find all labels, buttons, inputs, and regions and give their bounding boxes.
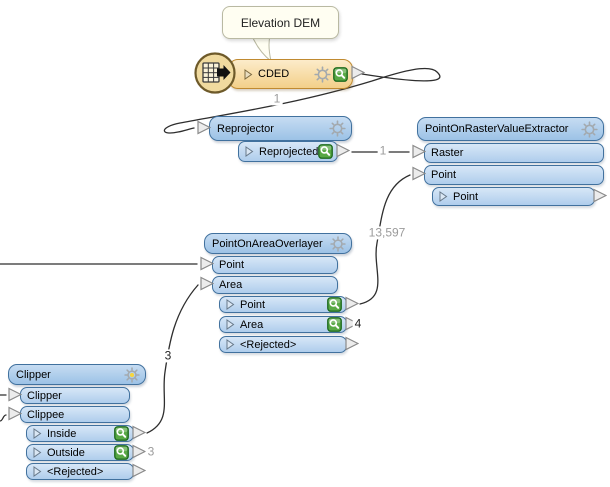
port-extractor-point-input[interactable]: Point	[412, 165, 604, 185]
port-extractor-point-output[interactable]: Point	[432, 187, 608, 206]
port-marker-icon	[226, 299, 235, 310]
port-clipper-inside-output[interactable]: Inside	[26, 425, 147, 442]
node-title: Clipper	[16, 368, 51, 381]
port-clipper-rejected-output[interactable]: <Rejected>	[26, 463, 147, 480]
node-title: CDED	[258, 68, 290, 80]
input-port-icon[interactable]	[412, 166, 427, 184]
port-reprojector-reprojected[interactable]: Reprojected	[238, 141, 351, 162]
output-port-icon[interactable]	[132, 425, 147, 442]
port-clipper-clipper-input[interactable]: Clipper	[8, 387, 130, 404]
node-cded[interactable]: CDED	[228, 59, 366, 89]
port-overlayer-point-input[interactable]: Point	[200, 256, 338, 274]
wire-left-to-clippee-input[interactable]	[0, 414, 7, 422]
inspect-magnifier-icon[interactable]	[114, 445, 129, 460]
port-label: Area	[219, 279, 243, 291]
port-label: Clipper	[27, 389, 62, 402]
gear-icon[interactable]	[330, 235, 346, 252]
count-clipper-inside: 3	[162, 348, 174, 363]
node-title: Reprojector	[217, 122, 274, 135]
port-label: Point	[219, 259, 245, 271]
port-label: Area	[240, 318, 264, 331]
wire-clipper-inside-to-overlayer-area[interactable]	[146, 284, 199, 434]
node-reprojector[interactable]: Reprojector	[197, 116, 352, 141]
count-clipper-outside: 3	[145, 444, 157, 459]
output-port-icon[interactable]	[345, 296, 360, 313]
gear-icon-modified[interactable]	[124, 366, 140, 383]
node-point-on-area-overlayer[interactable]: PointOnAreaOverlayer	[204, 233, 352, 254]
input-port-icon[interactable]	[200, 256, 215, 274]
wire-cded-to-reprojector[interactable]	[163, 67, 441, 134]
input-port-icon[interactable]	[8, 406, 23, 423]
port-label: Outside	[47, 446, 85, 459]
port-marker-icon	[245, 146, 254, 157]
gear-icon[interactable]	[329, 120, 346, 137]
input-port-icon[interactable]	[200, 276, 215, 294]
input-port-icon[interactable]	[197, 120, 212, 137]
count-overlayer-point: 13,597	[366, 225, 408, 240]
annotation-text: Elevation DEM	[240, 15, 321, 30]
inspect-magnifier-icon[interactable]	[333, 67, 348, 82]
input-port-icon[interactable]	[8, 387, 23, 404]
port-label: Point	[431, 169, 457, 181]
port-marker-icon	[226, 339, 235, 350]
port-label: Raster	[431, 147, 464, 159]
inspect-magnifier-icon[interactable]	[114, 426, 129, 441]
inspect-magnifier-icon[interactable]	[327, 297, 342, 312]
port-clipper-outside-output[interactable]: Outside	[26, 444, 147, 461]
node-point-on-raster-value-extractor[interactable]: PointOnRasterValueExtractor	[417, 117, 604, 141]
port-label: Point	[240, 298, 266, 311]
node-clipper[interactable]: Clipper	[8, 364, 146, 385]
gear-icon[interactable]	[314, 66, 331, 83]
port-marker-icon	[33, 447, 42, 458]
port-overlayer-area-output[interactable]: Area	[219, 316, 360, 333]
port-overlayer-point-output[interactable]: Point	[219, 296, 360, 313]
port-overlayer-rejected-output[interactable]: <Rejected>	[219, 336, 360, 353]
count-reprojected-to-raster: 1	[377, 143, 389, 158]
port-label: Point	[453, 190, 479, 203]
port-label: <Rejected>	[240, 338, 297, 351]
feature-type-marker-icon	[244, 68, 253, 80]
annotation-elevation-dem[interactable]: Elevation DEM	[222, 6, 339, 39]
node-title: PointOnRasterValueExtractor	[425, 123, 569, 135]
node-title: PointOnAreaOverlayer	[212, 237, 323, 250]
port-overlayer-area-input[interactable]: Area	[200, 276, 338, 294]
port-marker-icon	[439, 191, 448, 202]
output-port-icon[interactable]	[351, 65, 366, 83]
port-extractor-raster-input[interactable]: Raster	[412, 143, 604, 163]
port-label: Reprojected	[259, 145, 319, 158]
count-cded-to-reprojector: 1	[271, 91, 283, 106]
reader-table-icon[interactable]	[193, 51, 237, 100]
gear-icon[interactable]	[581, 120, 598, 138]
port-marker-icon	[226, 319, 235, 330]
output-port-icon[interactable]	[345, 336, 360, 353]
port-label: Inside	[47, 427, 77, 440]
output-port-icon[interactable]	[336, 143, 351, 160]
output-port-icon[interactable]	[132, 444, 147, 461]
input-port-icon[interactable]	[412, 144, 427, 162]
port-label: Clippee	[27, 408, 65, 421]
inspect-magnifier-icon[interactable]	[327, 317, 342, 332]
output-port-icon[interactable]	[593, 188, 608, 205]
port-clipper-clippee-input[interactable]: Clippee	[8, 406, 130, 423]
inspect-magnifier-icon[interactable]	[318, 144, 334, 159]
output-port-icon[interactable]	[132, 463, 147, 480]
port-label: <Rejected>	[47, 465, 104, 478]
port-marker-icon	[33, 428, 42, 439]
port-marker-icon	[33, 466, 42, 477]
count-overlayer-area: 4	[352, 316, 364, 331]
annotation-tail	[251, 35, 272, 63]
wire-overlayer-point-to-extractor-point[interactable]	[359, 174, 411, 305]
output-port-icon[interactable]	[345, 316, 360, 333]
